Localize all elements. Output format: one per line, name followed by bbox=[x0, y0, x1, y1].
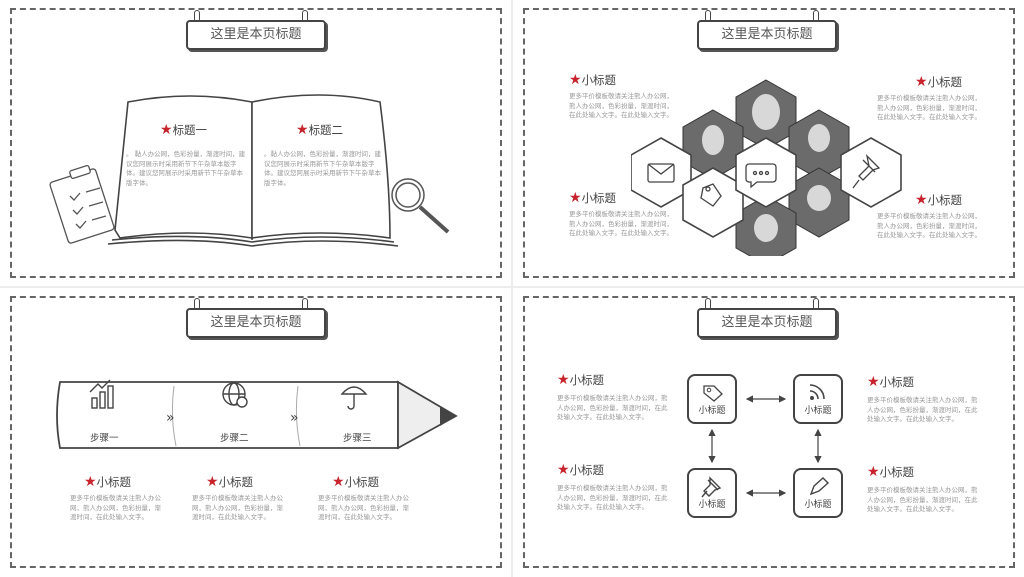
star-icon: ★ bbox=[915, 74, 928, 90]
item-text: 更多平价模板敬请关注熊人办公网，熊人办公网，色彩扮量，渐渡时间，在此处输入文字。… bbox=[557, 484, 668, 511]
item-text: 更多平价模板敬请关注熊人办公网，熊人办公网，色彩扮量，渐渡时间，在此处输入文字。… bbox=[867, 486, 978, 513]
star-icon: ★ bbox=[296, 122, 309, 138]
star-icon: ★ bbox=[332, 474, 345, 490]
item-text: 更多平价模板敬请关注熊人办公网，熊人办公网，色彩扮量，渐渡时间，在此处输入文字。 bbox=[192, 494, 283, 521]
cycle-node[interactable]: 小标题 bbox=[687, 374, 737, 424]
item-heading: ★小标题 bbox=[867, 374, 915, 390]
item-text: 更多平价模板敬请关注熊人办公网，熊人办公网，色彩扮量，渐渡时间，在此处输入文字。… bbox=[557, 394, 668, 421]
star-icon: ★ bbox=[867, 464, 880, 480]
open-book-illustration bbox=[49, 94, 450, 247]
slide-frame bbox=[523, 8, 1015, 278]
item-heading: ★小标题 bbox=[915, 192, 963, 208]
cycle-node[interactable]: 小标题 bbox=[793, 374, 843, 424]
item-heading: ★小标题 bbox=[915, 74, 963, 90]
tag-icon bbox=[682, 167, 744, 238]
pencil-icon bbox=[809, 477, 830, 496]
title-plaque: 这里是本页标题 bbox=[697, 298, 837, 342]
item-heading: ★小标题 bbox=[332, 474, 380, 490]
svg-text:»: » bbox=[166, 410, 175, 426]
item-text: 更多平价模板敬请关注熊人办公网，熊人办公网，色彩扮量，渐渡时间，在此处输入文字。… bbox=[569, 210, 673, 237]
page-title: 这里是本页标题 bbox=[186, 308, 326, 338]
page-title: 这里是本页标题 bbox=[186, 20, 326, 50]
star-icon: ★ bbox=[84, 474, 97, 490]
step-label: 步骤二 bbox=[220, 433, 249, 444]
step-label: 步骤三 bbox=[343, 433, 372, 444]
cycle-node[interactable]: 小标题 bbox=[687, 468, 737, 518]
slide-book[interactable]: 这里是本页标题 ★标题一 。 黏人办公网，色彩扮量，渐渡时间，建议您阿展示时采用… bbox=[0, 0, 511, 286]
book-right-text: 。黏人办公网，色彩扮量，渐渡时间，建议您阿展示时采用新节下午杂草本版字体。建议您… bbox=[264, 150, 381, 187]
slide-frame bbox=[10, 296, 502, 568]
step-label: 步骤一 bbox=[90, 433, 119, 444]
title-plaque: 这里是本页标题 bbox=[697, 10, 837, 54]
star-icon: ★ bbox=[569, 72, 582, 88]
item-text: 更多平价模板敬请关注熊人办公网，熊人办公网，色彩扮量，渐渡时间，在此处输入文字。… bbox=[569, 92, 673, 119]
svg-text:»: » bbox=[290, 410, 299, 426]
star-icon: ★ bbox=[569, 190, 582, 206]
item-heading: ★小标题 bbox=[569, 72, 617, 88]
umbrella-icon bbox=[340, 386, 368, 410]
item-text: 更多平价模板敬请关注熊人办公网，熊人办公网，色彩扮量，渐渡时间，在此处输入文字。 bbox=[318, 494, 409, 521]
star-icon: ★ bbox=[915, 192, 928, 208]
slide-hexagons[interactable]: 这里是本页标题 ★小标题 更多平价模板敬请关注熊人办公网，熊人办公网，色彩扮量，… bbox=[513, 0, 1024, 286]
item-heading: ★小标题 bbox=[206, 474, 254, 490]
item-text: 更多平价模板敬请关注熊人办公网，熊人办公网，色彩扮量，渐渡时间，在此处输入文字。… bbox=[867, 396, 978, 423]
book-left-heading: ★标题一 bbox=[160, 122, 208, 138]
item-heading: ★小标题 bbox=[84, 474, 132, 490]
page-title: 这里是本页标题 bbox=[697, 308, 837, 338]
hexagon-cluster bbox=[631, 79, 902, 256]
star-icon: ★ bbox=[160, 122, 173, 138]
page-title: 这里是本页标题 bbox=[697, 20, 837, 50]
item-heading: ★小标题 bbox=[569, 190, 617, 206]
bar-chart-icon bbox=[89, 379, 114, 409]
clipboard-icon bbox=[49, 164, 115, 244]
item-text: 更多平价模板敬请关注熊人办公网，熊人办公网，色彩扮量，渐渡时间，在此处输入文字。… bbox=[877, 212, 981, 239]
item-heading: ★小标题 bbox=[557, 462, 605, 478]
tag-icon bbox=[703, 385, 723, 402]
title-plaque: 这里是本页标题 bbox=[186, 10, 326, 54]
globe-icon bbox=[222, 382, 248, 408]
cycle-node[interactable]: 小标题 bbox=[793, 468, 843, 518]
slide-cycle[interactable]: 这里是本页标题 ★小标题 更多平价模板敬请关注熊人办公网，熊人办公网，色彩扮量，… bbox=[513, 288, 1024, 577]
pencil-illustration: » » bbox=[56, 379, 458, 450]
star-icon: ★ bbox=[557, 372, 570, 388]
book-left-text: 。 黏人办公网，色彩扮量，渐渡时间，建议您阿展示时采用新节下午杂草本版字体。建议… bbox=[126, 150, 246, 187]
slide-pencil-steps[interactable]: 这里是本页标题 » » 步骤一 步骤二 步骤三 ★小标题 更多平价模板敬请关注熊… bbox=[0, 288, 511, 577]
item-text: 更多平价模板敬请关注熊人办公网，熊人办公网，色彩扮量，渐渡时间，在此处输入文字。 bbox=[70, 494, 161, 521]
magnifier-icon bbox=[391, 178, 450, 234]
item-heading: ★小标题 bbox=[867, 464, 915, 480]
book-right-heading: ★标题二 bbox=[296, 122, 344, 138]
slide-frame bbox=[523, 296, 1015, 568]
mail-icon bbox=[631, 137, 692, 208]
book-icon bbox=[107, 94, 399, 247]
item-text: 更多平价模板敬请关注熊人办公网，熊人办公网，色彩扮量，渐渡时间，在此处输入文字。… bbox=[877, 94, 981, 121]
rss-icon bbox=[809, 384, 825, 400]
pin-icon bbox=[701, 476, 722, 498]
star-icon: ★ bbox=[557, 462, 570, 478]
star-icon: ★ bbox=[206, 474, 219, 490]
star-icon: ★ bbox=[867, 374, 880, 390]
cycle-arrows bbox=[708, 395, 822, 497]
title-plaque: 这里是本页标题 bbox=[186, 298, 326, 342]
item-heading: ★小标题 bbox=[557, 372, 605, 388]
slide-frame bbox=[10, 8, 502, 278]
